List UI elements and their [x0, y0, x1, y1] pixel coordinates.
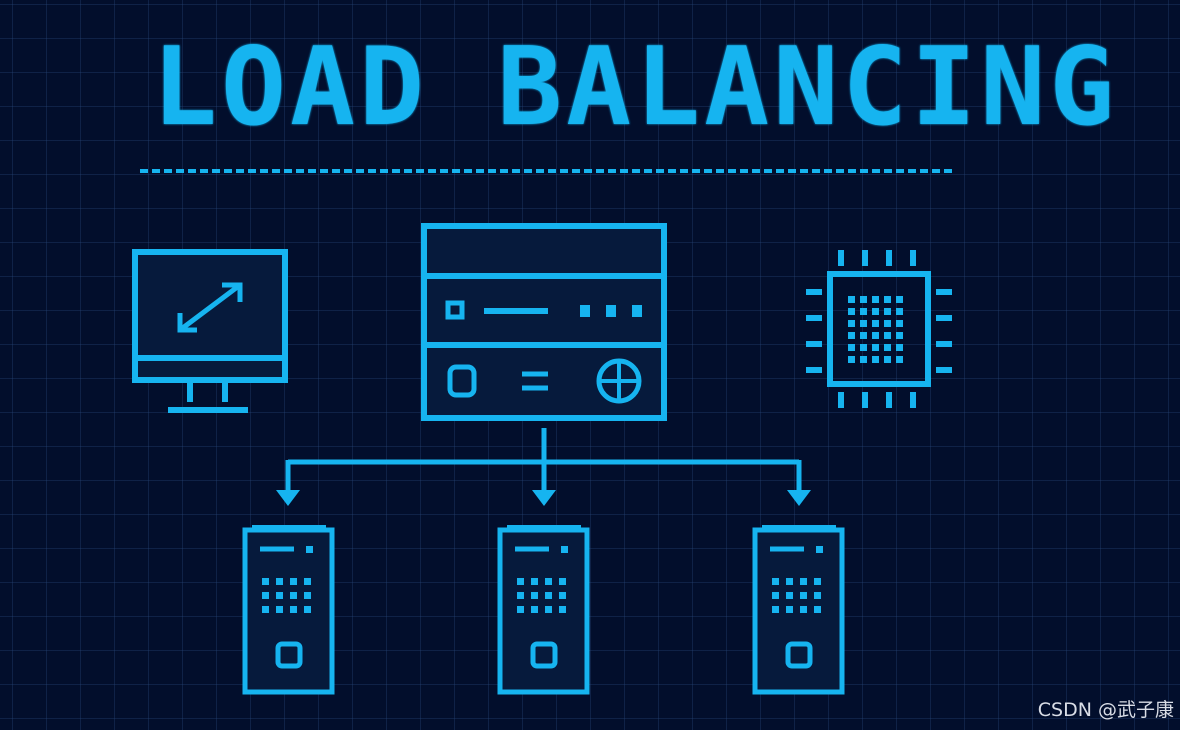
arrow-down-icon — [787, 490, 811, 506]
server-tower-icon — [242, 525, 335, 695]
title-divider — [140, 169, 952, 173]
server-tower-icon — [752, 525, 845, 695]
watermark: CSDN @武子康 — [1037, 699, 1174, 721]
chip-core-grid — [848, 296, 903, 363]
arrow-down-icon — [276, 490, 300, 506]
distribution-connector — [285, 428, 802, 500]
server-tower-icon — [497, 525, 590, 695]
arrow-down-icon — [532, 490, 556, 506]
load-balancer-icon — [421, 223, 667, 421]
resize-monitor-icon — [132, 249, 288, 413]
resize-arrows-icon — [177, 282, 243, 333]
cpu-chip-icon — [806, 250, 952, 408]
